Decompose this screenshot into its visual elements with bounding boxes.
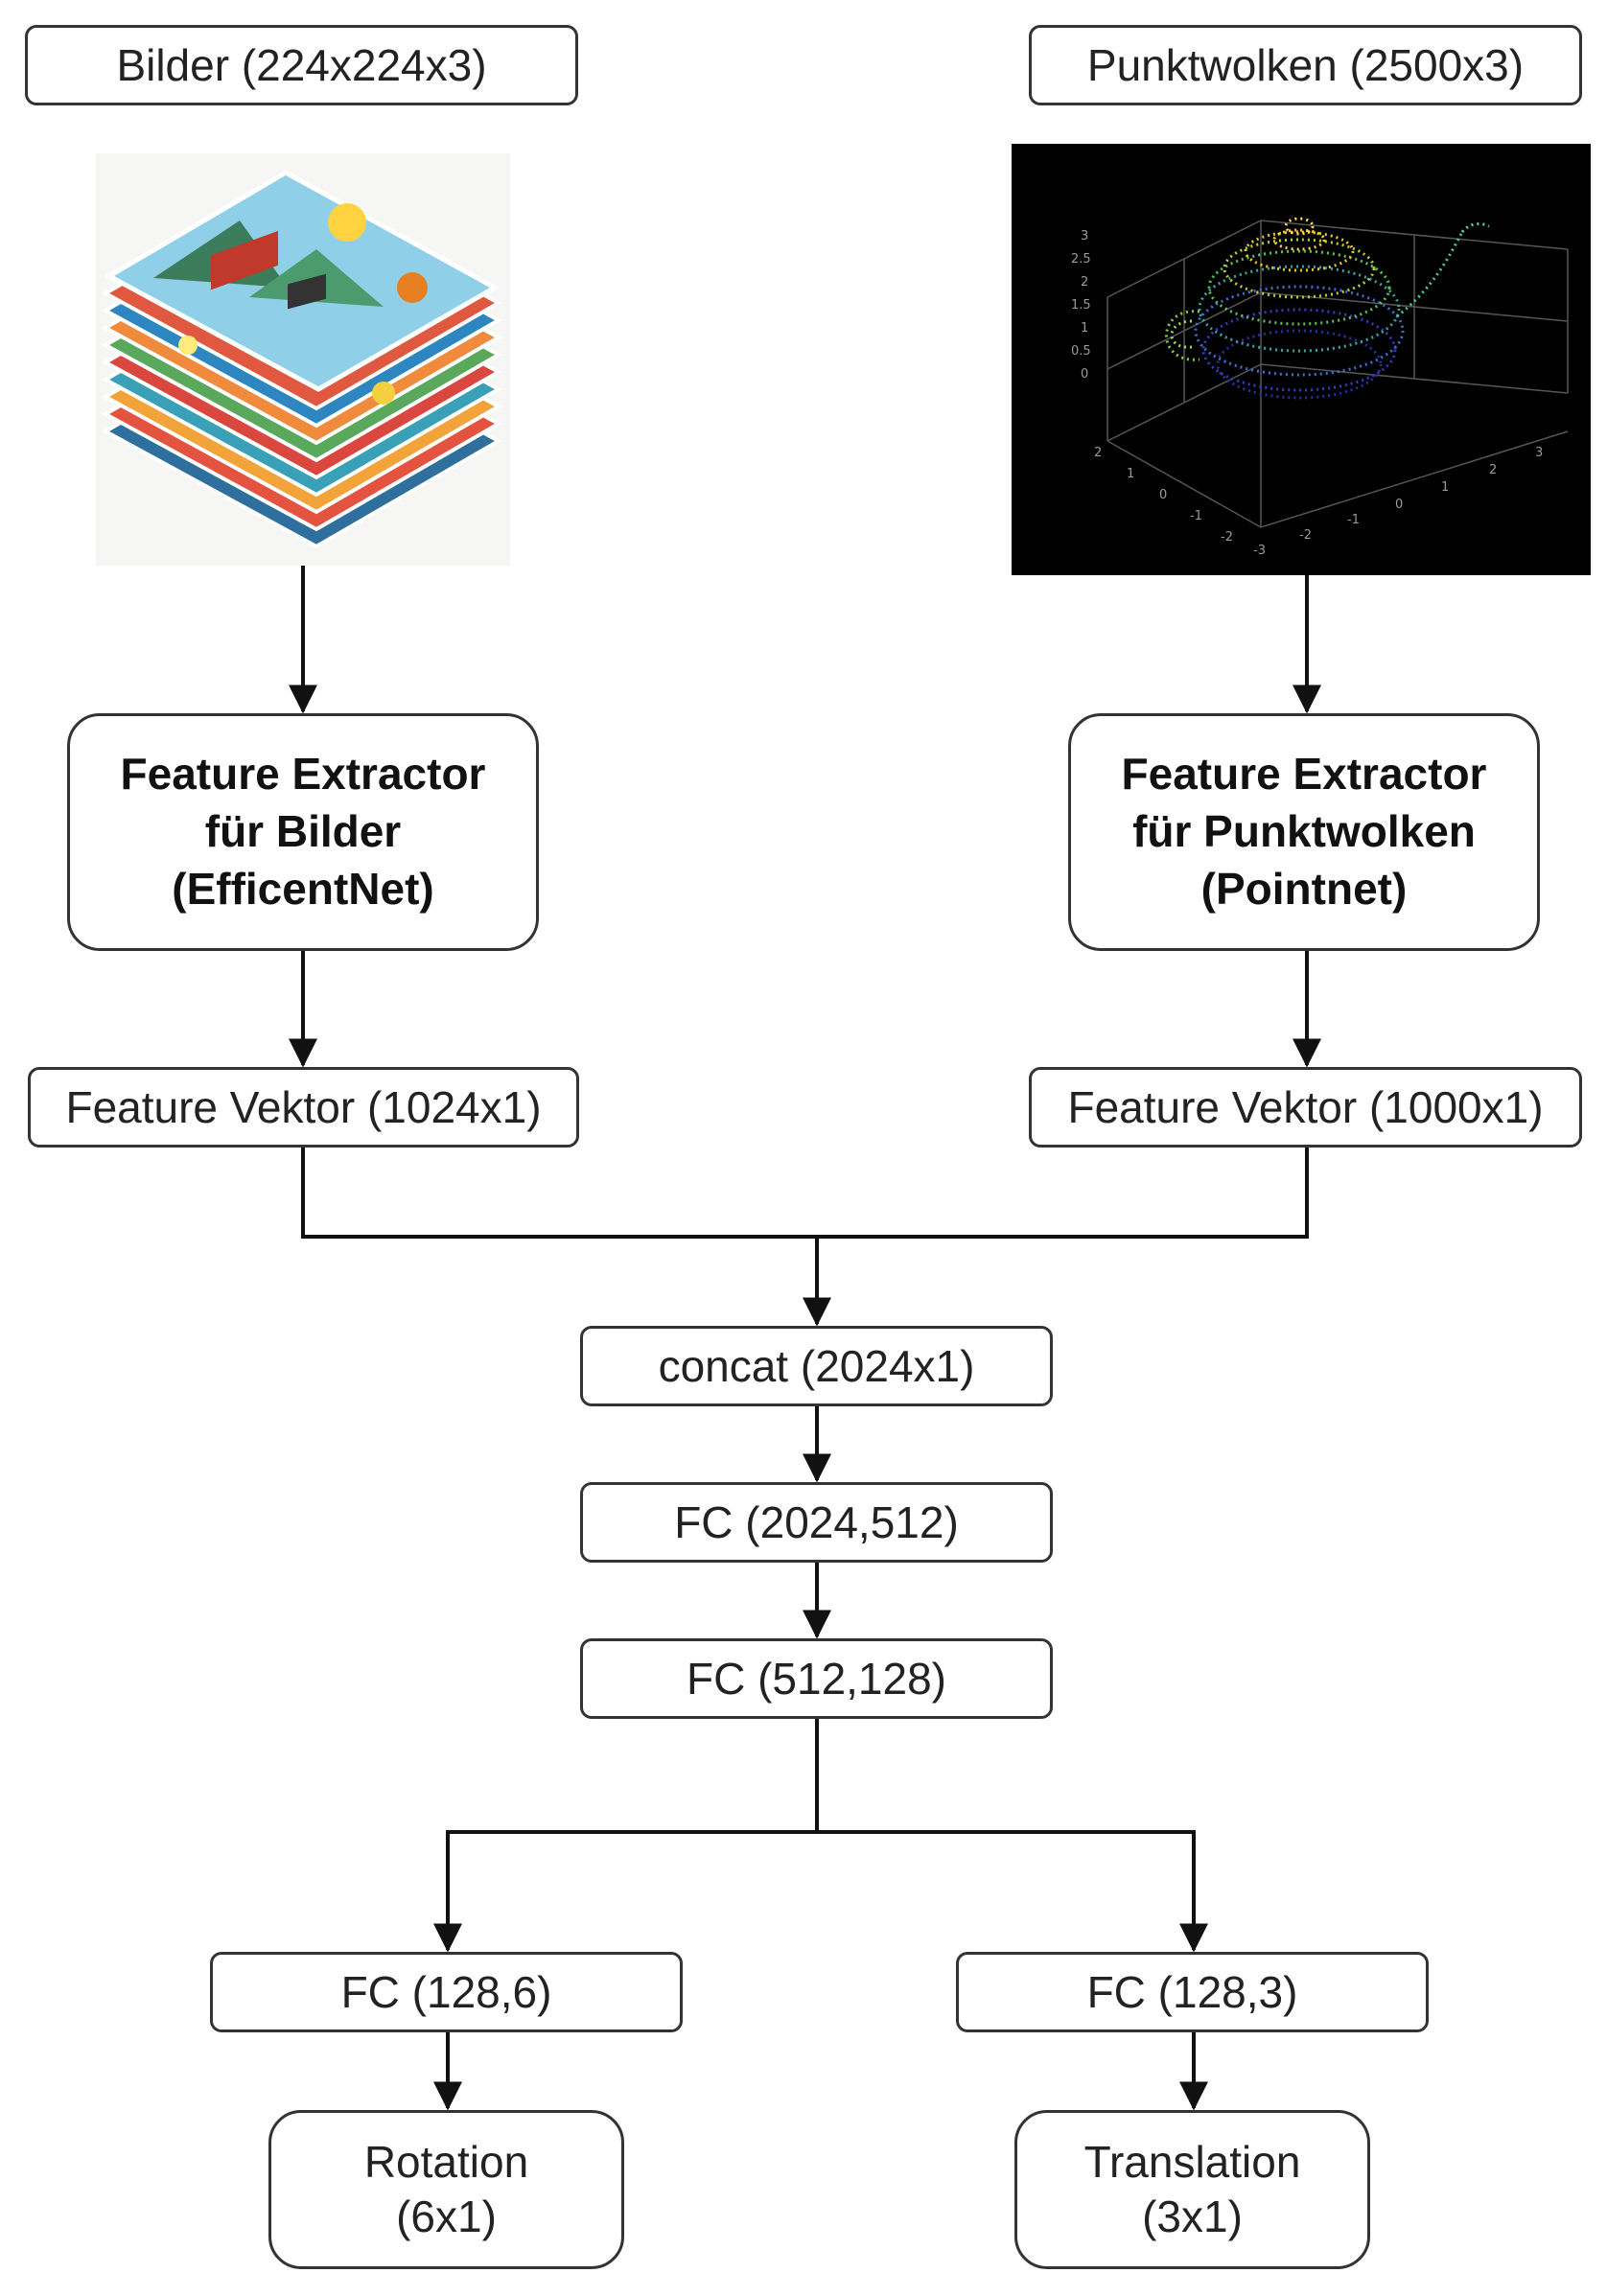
x-tick: 2 — [1489, 463, 1497, 477]
x-tick: 1 — [1441, 480, 1449, 495]
fc-layer-1: FC (2024,512) — [580, 1482, 1053, 1563]
concat-layer: concat (2024x1) — [580, 1326, 1053, 1406]
x-tick: -1 — [1347, 513, 1360, 527]
fc-layer-2: FC (512,128) — [580, 1638, 1053, 1719]
image-stack-top-scene — [153, 203, 428, 405]
fc-translation-layer: FC (128,3) — [956, 1952, 1429, 2032]
rotation-output: Rotation (6x1) — [268, 2110, 624, 2269]
x-tick: -2 — [1299, 528, 1312, 543]
image-stack-thumbnail — [96, 153, 510, 566]
plot-ticks: 3 2.5 2 1.5 1 0.5 0 2 1 0 -1 -2 -3 -2 -1… — [1071, 229, 1543, 558]
z-tick: 1.5 — [1071, 298, 1091, 313]
z-tick: 3 — [1081, 229, 1088, 244]
z-tick: 0.5 — [1071, 344, 1091, 359]
images-input-label: Bilder (224x224x3) — [25, 25, 578, 105]
x-tick: 0 — [1395, 498, 1403, 512]
feature-extractor-images: Feature Extractor für Bilder (EfficentNe… — [67, 713, 539, 951]
teapot-pointcloud — [1165, 217, 1490, 400]
z-tick: 2 — [1081, 275, 1088, 290]
translation-output: Translation (3x1) — [1014, 2110, 1370, 2269]
split-line — [446, 1830, 1208, 1953]
x-tick: -3 — [1253, 544, 1266, 558]
merge-line — [301, 1148, 1309, 1239]
x-tick: 3 — [1535, 446, 1543, 460]
y-tick: 0 — [1159, 488, 1167, 502]
pointcloud-input-label: Punktwolken (2500x3) — [1029, 25, 1582, 105]
y-tick: 2 — [1094, 446, 1102, 460]
plot-grid — [1106, 220, 1569, 528]
pointcloud-thumbnail: 3 2.5 2 1.5 1 0.5 0 2 1 0 -1 -2 -3 -2 -1… — [1012, 144, 1591, 575]
y-tick: -2 — [1221, 530, 1233, 545]
z-tick: 2.5 — [1071, 252, 1091, 267]
z-tick: 1 — [1081, 321, 1088, 336]
feature-vector-images: Feature Vektor (1024x1) — [28, 1067, 579, 1148]
z-tick: 0 — [1081, 367, 1088, 382]
feature-extractor-pointcloud: Feature Extractor für Punktwolken (Point… — [1068, 713, 1540, 951]
fc-rotation-layer: FC (128,6) — [210, 1952, 683, 2032]
y-tick: 1 — [1127, 467, 1134, 481]
y-tick: -1 — [1190, 509, 1202, 523]
feature-vector-pointcloud: Feature Vektor (1000x1) — [1029, 1067, 1582, 1148]
